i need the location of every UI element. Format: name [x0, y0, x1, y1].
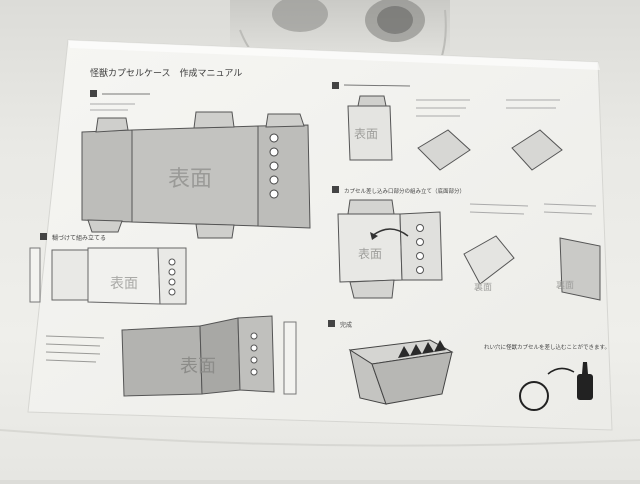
finished-case	[348, 339, 454, 405]
front-label-4: 表面	[354, 127, 378, 141]
step3-diagram: 表面 裏面 裏面	[337, 199, 601, 301]
back-label-1: 裏面	[474, 281, 492, 293]
step4-note: れい穴に怪獣カプセルを差し込むことができます。	[484, 343, 610, 351]
step2-note-lines	[45, 335, 105, 363]
step3-flap-diagram: 表面	[347, 95, 563, 171]
front-label-5: 表面	[358, 247, 382, 261]
step2-title: 糊づけて組み立てる	[52, 234, 106, 242]
glue-bottle-icon	[577, 362, 593, 400]
manual-title: 怪獣カプセルケース 作成マニュアル	[90, 67, 242, 79]
arrow-icon	[371, 228, 409, 237]
step3-title: カプセル差し込み口部分の組み立て（底面部分）	[344, 187, 465, 195]
front-label-1: 表面	[168, 167, 212, 192]
back-label-2: 裏面	[556, 279, 574, 291]
bag-edge	[0, 429, 640, 447]
instruction-sheet: 怪獣カプセルケース 作成マニュアル 表面 糊づけて組み立てる	[27, 39, 613, 431]
step1-diagram: 表面	[81, 111, 311, 239]
step4-title: 完成	[340, 321, 352, 329]
step2-assembled: 表面	[121, 315, 297, 397]
front-label-3: 表面	[180, 356, 216, 377]
ring-icon	[519, 381, 549, 411]
step2-diagram: 表面	[29, 247, 187, 305]
front-label-2: 表面	[110, 276, 138, 292]
